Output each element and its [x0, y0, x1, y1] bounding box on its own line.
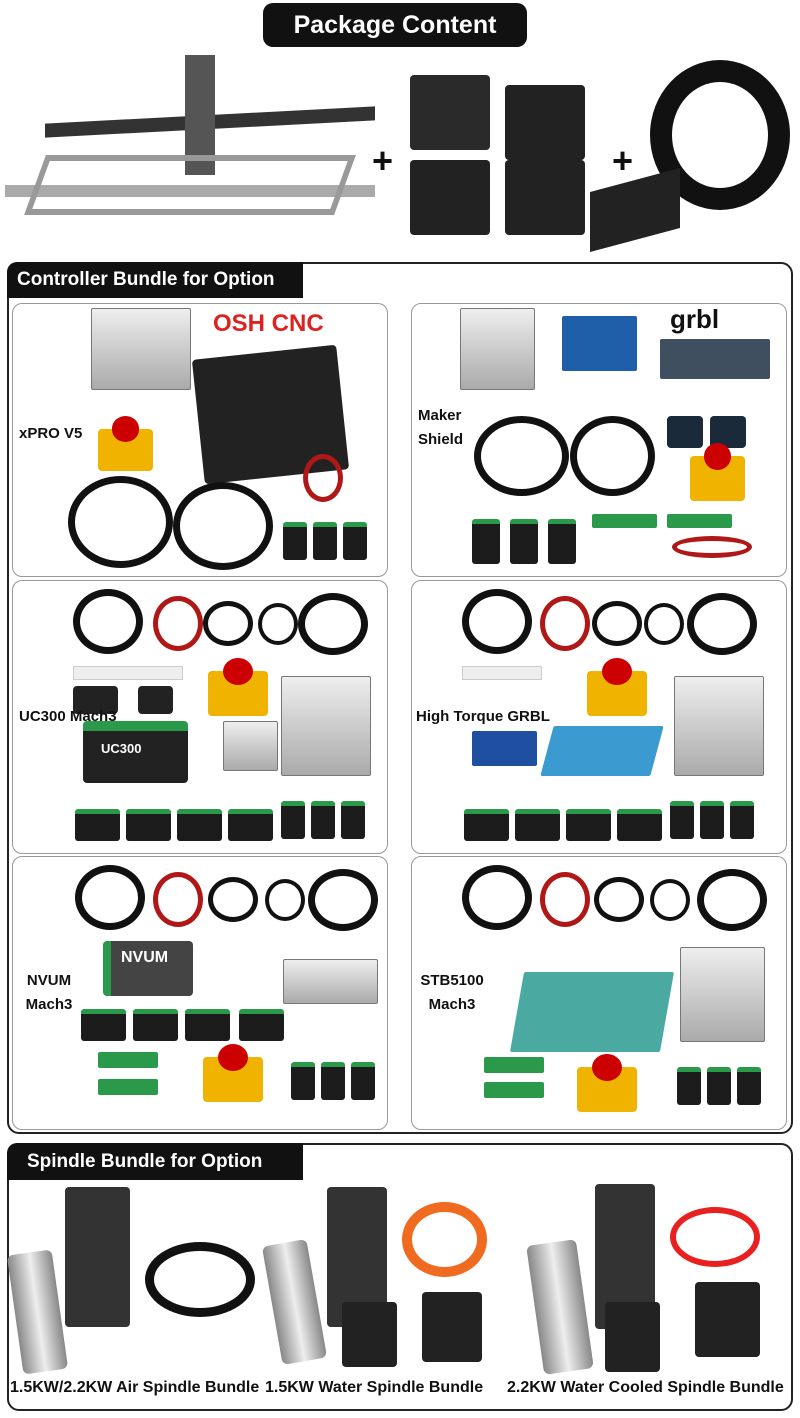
spindle-option-label: 1.5KW Water Spindle Bundle — [265, 1379, 484, 1396]
controller-bundle-section — [7, 262, 793, 1134]
spindle-bundle-title: Spindle Bundle for Option — [7, 1143, 303, 1180]
option-label: NVUM Mach3 — [25, 972, 73, 1013]
spindle-option-label: 2.2KW Water Cooled Spindle Bundle — [507, 1379, 784, 1396]
oshcnc-logo: OSH CNC — [213, 310, 324, 337]
spindle-option-water-2-2kw[interactable]: 2.2KW Water Cooled Spindle Bundle — [505, 1182, 795, 1407]
plus-sign: + — [372, 140, 394, 181]
spindle-bundle-section — [7, 1143, 793, 1411]
cable-chain-image — [590, 55, 795, 253]
plus-sign: + — [612, 140, 634, 181]
option-stb5100-mach3[interactable]: STB5100 Mach3 — [411, 856, 787, 1130]
option-label: xPRO V5 — [19, 425, 83, 442]
uc300-logo: UC300 — [101, 741, 142, 756]
stepper-motors-image — [405, 70, 605, 240]
option-maker-shield[interactable]: grbl Maker Shield — [411, 303, 787, 577]
option-label: High Torque GRBL — [416, 708, 550, 725]
option-high-torque-grbl[interactable]: High Torque GRBL — [411, 580, 787, 854]
nvum-logo: NVUM — [121, 949, 169, 966]
grbl-logo: grbl — [670, 304, 720, 334]
cnc-frame-image — [5, 55, 380, 235]
option-label: UC300 Mach3 — [19, 708, 117, 725]
spindle-option-water-1-5kw[interactable]: 1.5KW Water Spindle Bundle — [261, 1182, 502, 1407]
option-xpro-v5[interactable]: OSH CNC xPRO V5 — [12, 303, 388, 577]
page-title: Package Content — [263, 3, 527, 47]
spindle-option-label: 1.5KW/2.2KW Air Spindle Bundle — [10, 1379, 260, 1396]
option-uc300-mach3[interactable]: UC300 Mach3 UC300 — [12, 580, 388, 854]
spindle-option-air[interactable]: 1.5KW/2.2KW Air Spindle Bundle — [6, 1182, 260, 1407]
option-nvum-mach3[interactable]: NVUM Mach3 NVUM — [12, 856, 388, 1130]
option-label: STB5100 Mach3 — [420, 972, 484, 1013]
controller-bundle-title: Controller Bundle for Option — [7, 262, 303, 298]
option-label: Maker Shield — [418, 407, 464, 448]
